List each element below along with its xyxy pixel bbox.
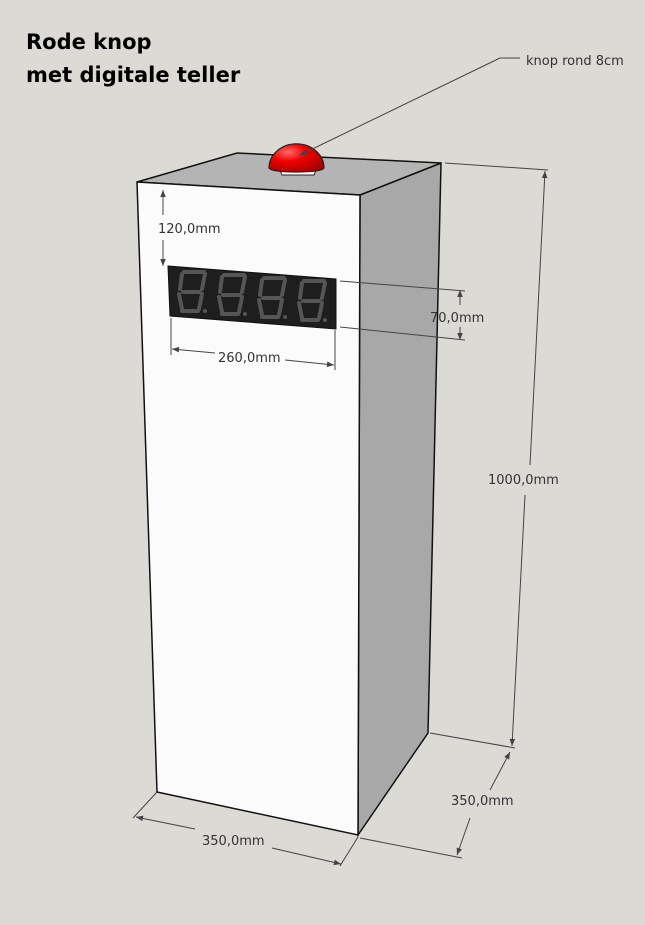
width-label: 350,0mm [202, 834, 265, 849]
display-width-label: 260,0mm [218, 351, 281, 366]
title-line-1: Rode knop [26, 30, 152, 54]
top-offset-label: 120,0mm [158, 222, 221, 237]
display-height-label: 70,0mm [430, 311, 484, 326]
display-digit [297, 279, 327, 322]
display-digit [257, 276, 287, 319]
title-line-2: met digitale teller [26, 63, 241, 87]
red-button [268, 143, 325, 176]
digital-display [167, 265, 337, 330]
box-right-face [357, 161, 442, 838]
depth-label: 350,0mm [451, 794, 514, 809]
display-digit [177, 270, 207, 313]
display-digit [217, 273, 247, 316]
height-label: 1000,0mm [488, 473, 559, 488]
box-front-face [136, 181, 361, 836]
button-label: knop rond 8cm [526, 54, 624, 69]
